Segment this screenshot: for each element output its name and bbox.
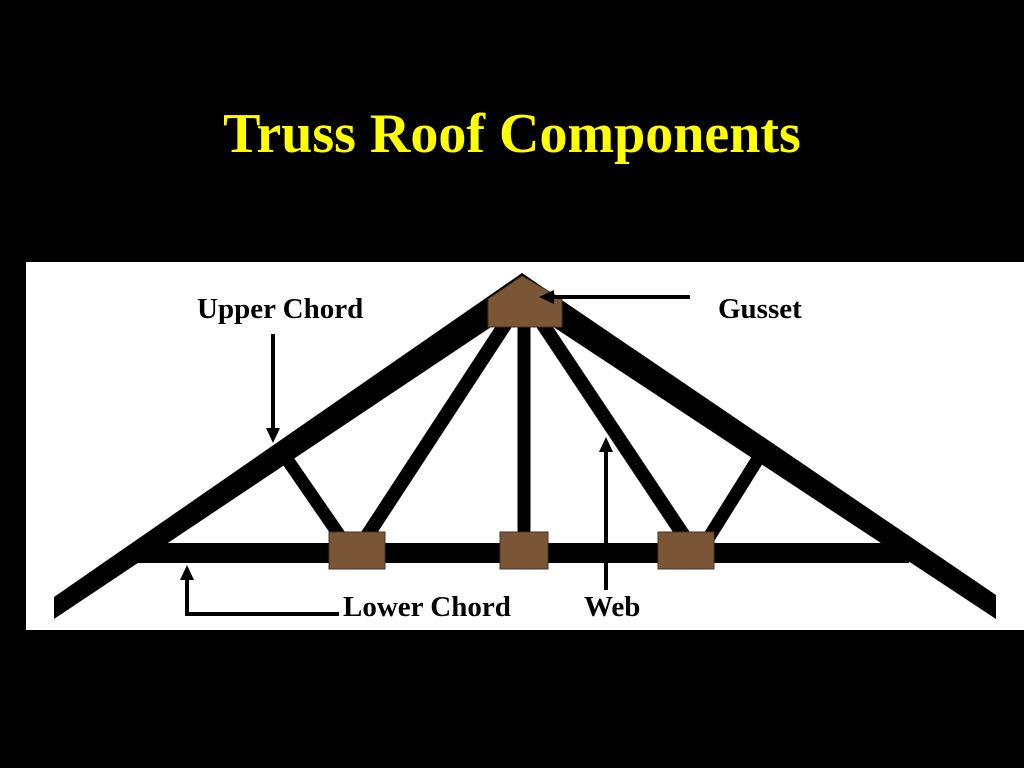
web-member-right-inner <box>532 313 694 546</box>
gusset-label: Gusset <box>718 293 802 325</box>
web-arrow <box>599 437 613 590</box>
upper-chord-left <box>54 273 536 619</box>
lower-chord-label: Lower Chord <box>343 591 511 623</box>
gusset-plate-right <box>657 531 715 570</box>
upper-chord-label: Upper Chord <box>197 293 364 325</box>
truss-diagram <box>54 273 996 619</box>
gusset-plate-center <box>499 531 549 570</box>
gusset-plate-left <box>328 531 386 570</box>
gusset-arrow <box>539 290 690 304</box>
web-member-left-inner <box>357 313 516 546</box>
slide-title: Truss Roof Components <box>223 103 801 165</box>
upper-chord-right <box>508 273 996 619</box>
web-label: Web <box>584 591 641 623</box>
web-member-right-outer <box>700 450 767 546</box>
upper-chord-arrow <box>266 334 280 443</box>
lower-chord-arrow <box>180 565 339 616</box>
web-member-left-outer <box>276 448 350 546</box>
truss-diagram-panel: Upper Chord Gusset Lower Chord Web <box>26 262 1024 630</box>
